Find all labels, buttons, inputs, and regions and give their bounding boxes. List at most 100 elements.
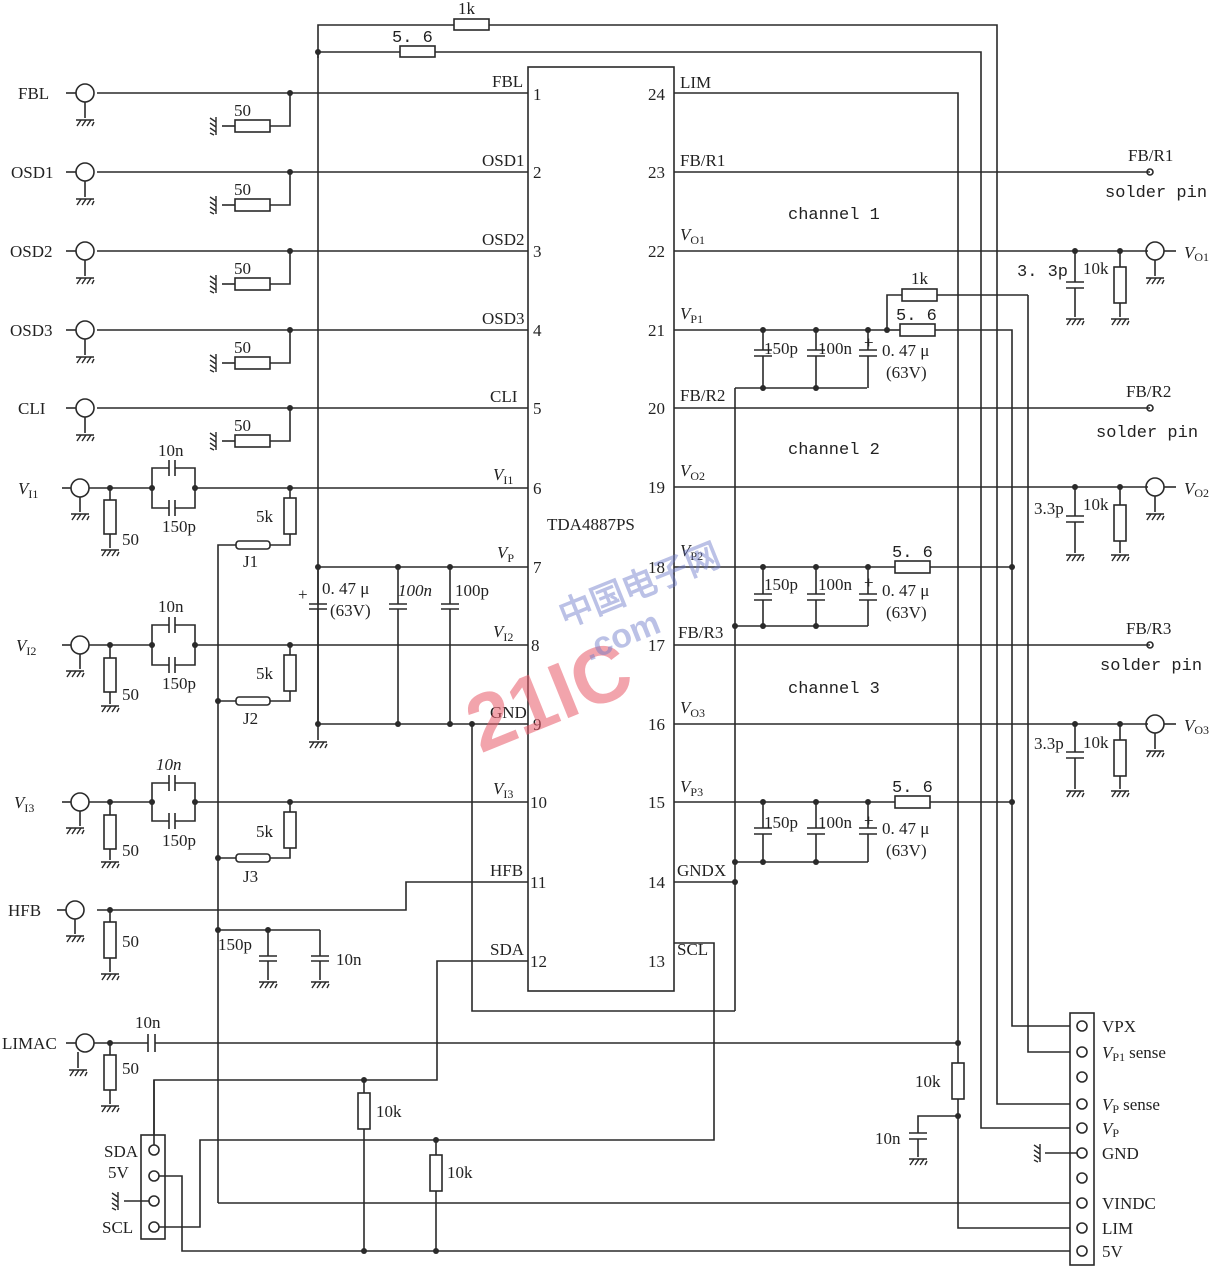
svg-text:SCL: SCL (102, 1218, 133, 1237)
svg-text:0. 47 μ: 0. 47 μ (882, 341, 929, 360)
svg-text:10k: 10k (447, 1163, 473, 1182)
svg-text:16: 16 (648, 715, 665, 734)
svg-text:solder pin: solder pin (1100, 657, 1202, 676)
svg-text:50: 50 (234, 338, 251, 357)
svg-text:100n: 100n (818, 575, 853, 594)
svg-text:VP3: VP3 (680, 777, 703, 799)
svg-text:10k: 10k (915, 1072, 941, 1091)
svg-text:(63V): (63V) (886, 603, 927, 622)
svg-text:22: 22 (648, 242, 665, 261)
connector-osd2: OSD2 (10, 241, 95, 285)
svg-text:100n: 100n (818, 813, 853, 832)
svg-text:1k: 1k (911, 269, 929, 288)
solder-pin-fb-r2 (1146, 404, 1154, 412)
svg-text:VPX: VPX (1102, 1017, 1136, 1036)
svg-text:9: 9 (533, 715, 542, 734)
svg-text:channel 1: channel 1 (788, 206, 880, 225)
ic-name: TDA4887PS (547, 515, 635, 534)
svg-text:+: + (864, 811, 874, 830)
svg-text:5. 6: 5. 6 (892, 544, 933, 563)
svg-text:0. 47 μ: 0. 47 μ (322, 579, 369, 598)
svg-text:1: 1 (533, 85, 542, 104)
svg-text:50: 50 (234, 416, 251, 435)
svg-text:3. 3p: 3. 3p (1017, 263, 1068, 282)
svg-text:10n: 10n (156, 755, 182, 774)
svg-text:150p: 150p (162, 674, 196, 693)
svg-text:0. 47 μ: 0. 47 μ (882, 819, 929, 838)
resistor-1k-top-label: 1k (458, 0, 476, 18)
output-stage-2: 3.3p 10k VO2 (1034, 477, 1209, 562)
svg-text:channel 3: channel 3 (788, 680, 880, 699)
svg-text:(63V): (63V) (886, 841, 927, 860)
input-connectors: FBL OSD1 OSD2 OSD3 CLI (10, 83, 95, 442)
svg-text:50: 50 (234, 180, 251, 199)
limac-input: LIMAC 10n 50 (2, 1013, 958, 1113)
svg-text:10n: 10n (336, 950, 362, 969)
svg-text:8: 8 (531, 636, 540, 655)
svg-text:VI1: VI1 (18, 479, 38, 501)
termination-resistors: 50 50 50 50 (209, 90, 293, 451)
svg-text:10n: 10n (158, 441, 184, 460)
svg-text:5: 5 (533, 399, 542, 418)
svg-text:14: 14 (648, 873, 666, 892)
svg-text:HFB: HFB (8, 901, 41, 920)
svg-text:LIM: LIM (680, 73, 711, 92)
connector-fbl: FBL (18, 83, 95, 127)
svg-text:VI2: VI2 (493, 622, 513, 644)
svg-text:+: + (864, 333, 874, 352)
connector-osd1: OSD1 (11, 162, 95, 206)
svg-text:10k: 10k (376, 1102, 402, 1121)
svg-text:SDA: SDA (104, 1142, 139, 1161)
svg-text:10k: 10k (1083, 259, 1109, 278)
svg-text:10n: 10n (875, 1129, 901, 1148)
svg-text:10n: 10n (158, 597, 184, 616)
output-stage-1: 3. 3p 10k VO1 (1017, 241, 1209, 326)
svg-text:5k: 5k (256, 664, 274, 683)
svg-text:50: 50 (234, 259, 251, 278)
svg-text:(63V): (63V) (886, 363, 927, 382)
svg-text:VP1: VP1 (680, 304, 703, 326)
svg-text:50: 50 (122, 1059, 139, 1078)
svg-text:13: 13 (648, 952, 665, 971)
vp-decoupling: + 0. 47 μ (63V) 100n 100p (298, 564, 735, 1012)
svg-text:OSD3: OSD3 (482, 309, 525, 328)
channel-2-decoupling: 150p 100n + 0. 47 μ (63V) 5. 6 (735, 544, 1015, 629)
svg-text:7: 7 (533, 558, 542, 577)
svg-text:0. 47 μ: 0. 47 μ (882, 581, 929, 600)
svg-text:5V: 5V (1102, 1242, 1124, 1261)
svg-text:VI3: VI3 (14, 793, 34, 815)
svg-text:100p: 100p (455, 581, 489, 600)
svg-text:channel 2: channel 2 (788, 441, 880, 460)
ic-body (527, 66, 675, 992)
svg-text:5k: 5k (256, 507, 274, 526)
svg-text:FB/R1: FB/R1 (1128, 146, 1173, 165)
svg-text:LIM: LIM (1102, 1219, 1133, 1238)
svg-text:VO2: VO2 (1184, 479, 1209, 500)
svg-text:VO3: VO3 (1184, 716, 1209, 737)
connector-osd3: OSD3 (10, 320, 95, 364)
svg-text:J1: J1 (243, 552, 258, 571)
svg-text:10k: 10k (1083, 495, 1109, 514)
svg-text:12: 12 (530, 952, 547, 971)
svg-text:5. 6: 5. 6 (892, 779, 933, 798)
svg-text:6: 6 (533, 479, 542, 498)
svg-text:150p: 150p (764, 339, 798, 358)
i2c-connector (140, 1134, 166, 1240)
svg-text:20: 20 (648, 399, 665, 418)
svg-text:FB/R3: FB/R3 (1126, 619, 1171, 638)
svg-text:4: 4 (533, 321, 542, 340)
svg-text:15: 15 (648, 793, 665, 812)
svg-text:FBL: FBL (18, 84, 49, 103)
i2c-wiring: SDA 5V SCL 10k 10k (102, 942, 1083, 1254)
annotations: FB/R1 solder pin FB/R2 solder pin FB/R3 … (788, 146, 1207, 699)
right-pin-wires: 10k 10n (674, 92, 1154, 1229)
svg-text:VO1: VO1 (680, 225, 705, 247)
svg-text:HFB: HFB (490, 861, 523, 880)
video-input-1: VI1 50 10n 150p 5k J1 (18, 441, 297, 1203)
svg-text:18: 18 (648, 558, 665, 577)
svg-text:5k: 5k (256, 822, 274, 841)
svg-text:SDA: SDA (490, 940, 525, 959)
svg-text:J2: J2 (243, 709, 258, 728)
